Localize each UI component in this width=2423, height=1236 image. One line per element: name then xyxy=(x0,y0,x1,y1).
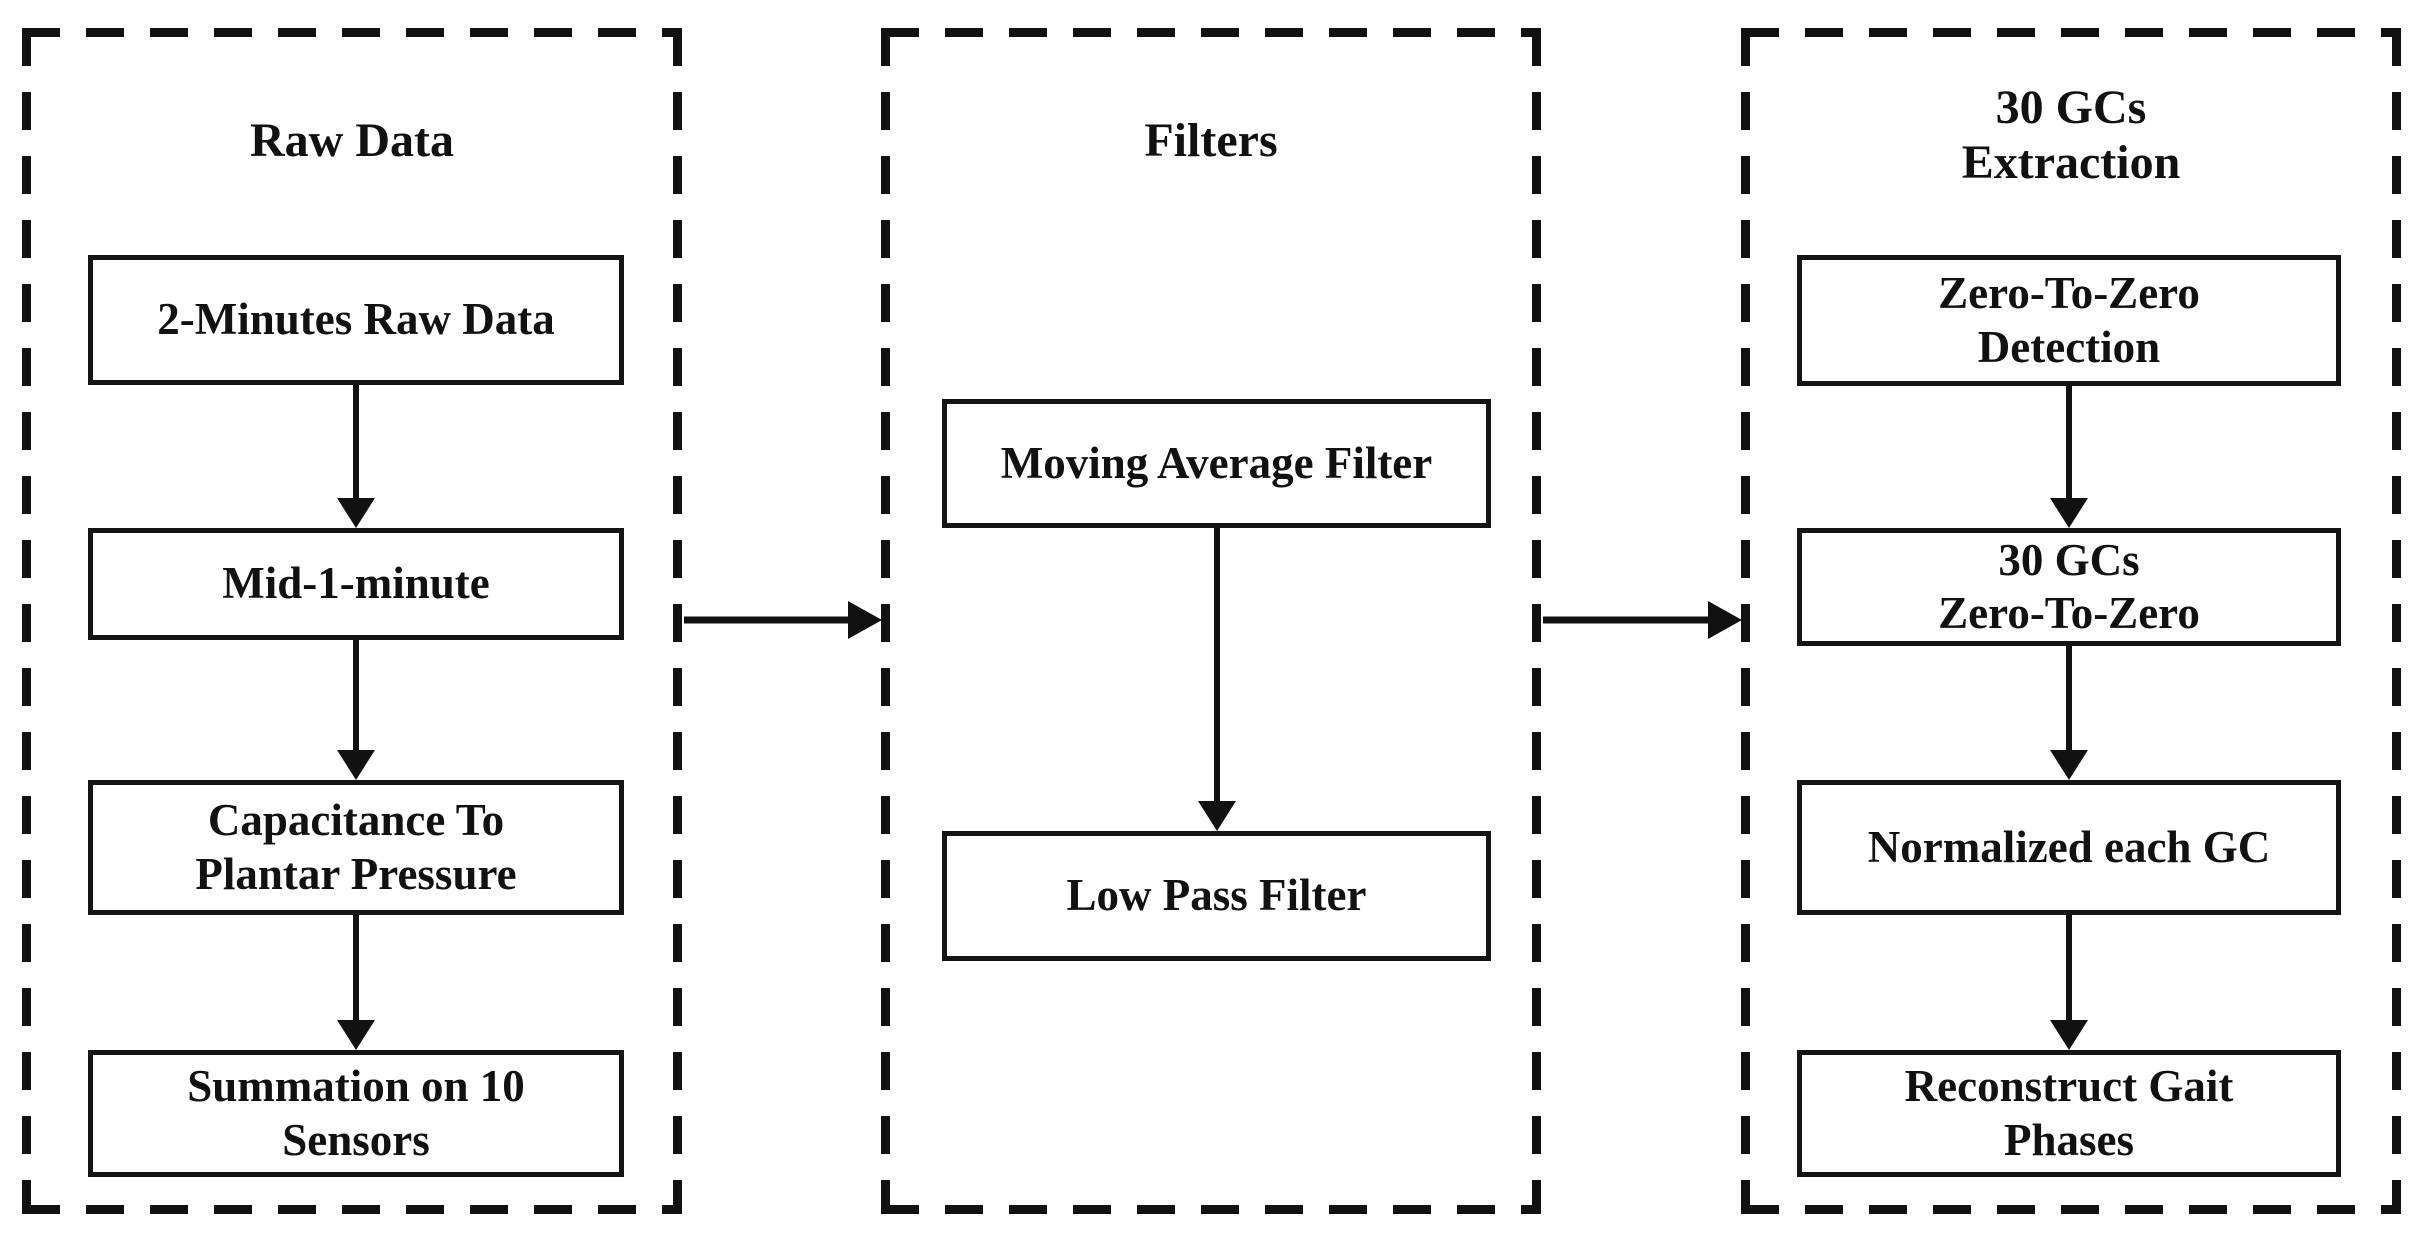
arrow-down-icon xyxy=(336,385,376,528)
panel-filters: Filters Moving Average Filter Low Pass F… xyxy=(881,28,1541,1214)
dashed-border-right xyxy=(1532,28,1541,1214)
arrow-down-icon xyxy=(2049,915,2089,1050)
panel-30-gcs-extraction: 30 GCs Extraction Zero-To-Zero Detection… xyxy=(1741,28,2401,1214)
flow-node-moving-average-filter: Moving Average Filter xyxy=(942,399,1491,528)
arrow-down-icon xyxy=(336,915,376,1050)
dashed-border-left xyxy=(1741,28,1750,1214)
flow-node-low-pass-filter: Low Pass Filter xyxy=(942,831,1491,961)
arrow-down-icon xyxy=(2049,386,2089,528)
arrow-down-icon xyxy=(336,640,376,780)
flow-node-2-minutes-raw-data: 2-Minutes Raw Data xyxy=(88,255,624,385)
dashed-border-right xyxy=(2392,28,2401,1214)
dashed-border-bottom xyxy=(881,1205,1541,1214)
dashed-border-bottom xyxy=(1741,1205,2401,1214)
panel-title-raw-data: Raw Data xyxy=(250,114,454,167)
arrow-right-icon xyxy=(684,600,882,640)
dashed-border-top xyxy=(1741,28,2401,37)
dashed-border-bottom xyxy=(22,1205,682,1214)
arrow-right-icon xyxy=(1543,600,1742,640)
dashed-border-right xyxy=(673,28,682,1214)
dashed-border-left xyxy=(22,28,31,1214)
flow-node-normalized-each-gc: Normalized each GC xyxy=(1797,780,2341,915)
dashed-border-top xyxy=(22,28,682,37)
arrow-down-icon xyxy=(1197,528,1237,831)
dashed-border-top xyxy=(881,28,1541,37)
flow-node-capacitance-to-plantar-pressure: Capacitance To Plantar Pressure xyxy=(88,780,624,915)
arrow-down-icon xyxy=(2049,646,2089,780)
flow-node-reconstruct-gait-phases: Reconstruct Gait Phases xyxy=(1797,1050,2341,1177)
panel-title-filters: Filters xyxy=(1144,114,1278,167)
flow-node-zero-to-zero-detection: Zero-To-Zero Detection xyxy=(1797,255,2341,386)
panel-title-30-gcs-extraction: 30 GCs Extraction xyxy=(1961,81,2181,190)
flow-node-summation-on-10-sensors: Summation on 10 Sensors xyxy=(88,1050,624,1177)
panel-raw-data: Raw Data 2-Minutes Raw Data Mid-1-minute… xyxy=(22,28,682,1214)
flow-node-30-gcs-zero-to-zero: 30 GCs Zero-To-Zero xyxy=(1797,528,2341,646)
flow-node-mid-1-minute: Mid-1-minute xyxy=(88,528,624,640)
dashed-border-left xyxy=(881,28,890,1214)
